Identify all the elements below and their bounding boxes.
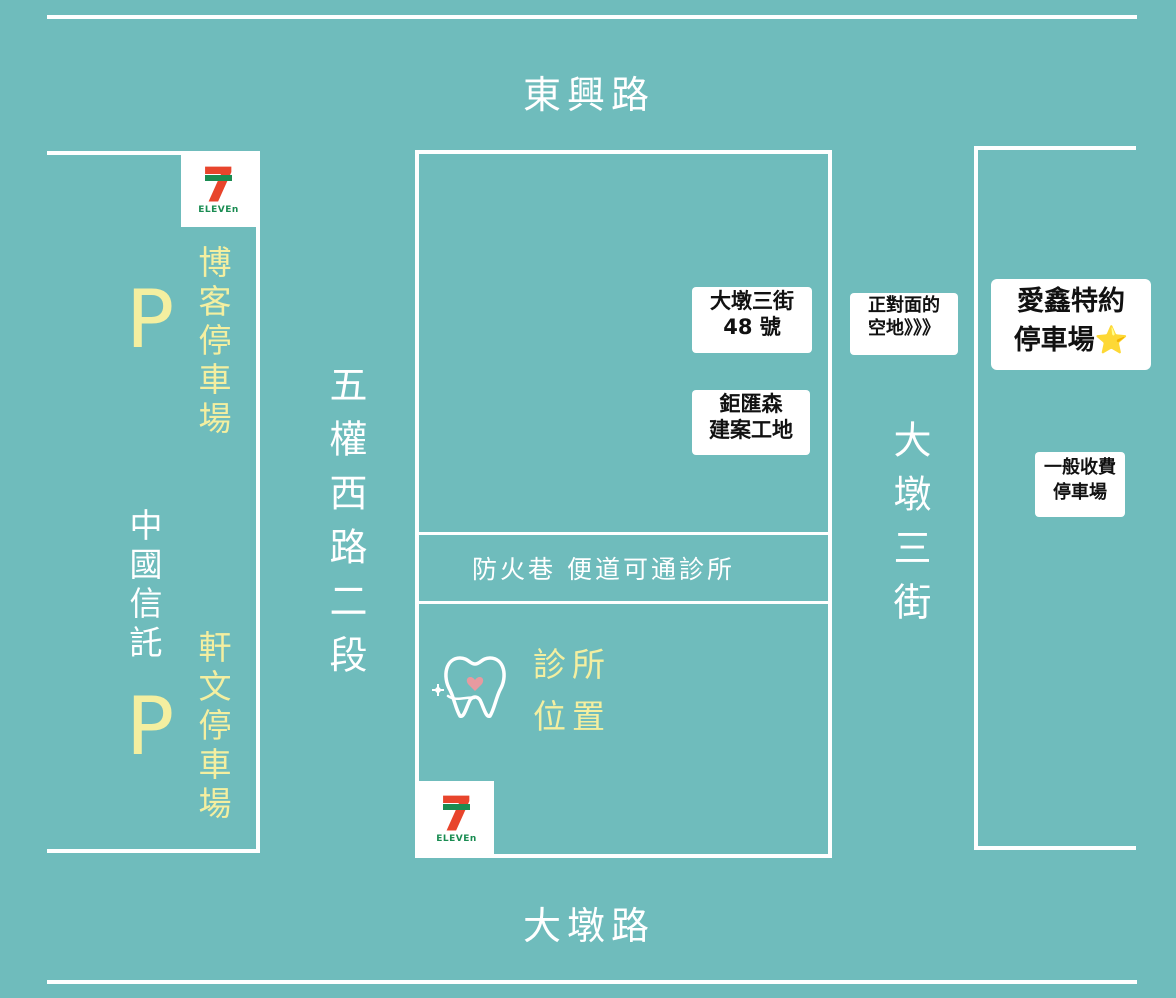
construction-line1: 鉅匯森 [719,392,783,416]
opposite-line2: 空地》》》 [868,317,940,339]
parking-symbol-top: P [126,273,175,366]
address-line2: 48 號 [723,315,781,340]
ai-xin-parking-label: 愛鑫特約 停車場⭐ [991,279,1151,370]
right-block-bottom [974,846,1136,850]
road-east-label: 大墩三街 [887,420,931,636]
road-south-label: 大墩路 [523,904,656,948]
seven-brand: ELEVEn [198,204,239,215]
right-block-top [974,146,1136,150]
construction-site-label: 鉅匯森 建案工地 [692,390,810,455]
tooth-icon [428,638,523,723]
left-block-bottom [47,849,260,853]
ai-xin-line1: 愛鑫特約 [1017,286,1125,317]
seven-eleven-logo-bottom: 7 ELEVEn [419,781,494,856]
fire-lane-label: 防火巷 便道可通診所 [472,555,735,584]
seven-digit: 7 [202,157,235,212]
road-north-label: 東興路 [523,73,656,117]
north-boundary-line [47,15,1137,19]
south-boundary-line [47,980,1137,984]
opposite-lot-label: 正對面的 空地》》》 [850,293,958,355]
address-line1: 大墩三街 [710,289,794,313]
right-block-left [974,146,978,850]
left-block-right [256,151,260,853]
center-block-top [415,150,832,154]
clinic-location-line2: 位置 [533,697,611,736]
fire-lane-bottom [415,601,832,604]
center-block-bottom [415,854,832,858]
parking-symbol-bottom: P [126,680,175,773]
seven-digit: 7 [440,786,473,841]
ai-xin-line2: 停車場⭐ [1013,325,1129,357]
general-line2: 停車場 [1053,482,1107,504]
left-block-top [47,151,258,155]
opposite-line1: 正對面的 [868,295,940,316]
center-block-right [828,150,832,858]
seven-eleven-logo-top: 7 ELEVEn [181,152,256,227]
seven-brand: ELEVEn [436,833,477,844]
xuan-wen-parking-label: 軒文停車場 [193,630,232,825]
bo-ke-parking-label: 博客停車場 [193,245,232,440]
center-block-left [415,150,419,858]
road-west-label: 五權西路二段 [323,365,367,689]
general-line1: 一般收費 [1044,457,1116,478]
construction-line2: 建案工地 [709,418,793,443]
address-label: 大墩三街 48 號 [692,287,812,353]
clinic-location-line1: 診所 [533,645,611,684]
general-parking-label: 一般收費 停車場 [1035,452,1125,517]
china-trust-label: 中國信託 [124,508,163,664]
fire-lane-top [415,532,832,535]
